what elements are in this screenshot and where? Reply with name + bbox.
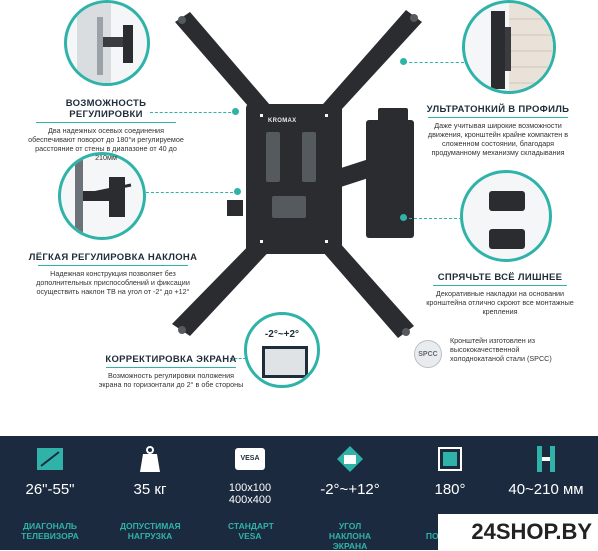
folded-view-circle <box>462 0 556 94</box>
tilt-view-circle <box>58 152 146 240</box>
spcc-badge: SPCC <box>414 340 442 368</box>
spec-vesa-value: 100x100 400x400 <box>228 482 272 506</box>
leader-slim <box>404 62 464 63</box>
divider <box>38 265 188 266</box>
spec-diagonal-value: 26"-55" <box>25 481 75 498</box>
spec-vesa: VESA 100x100 400x400 СТАНДАРТ VESA <box>200 436 300 550</box>
product-illustration: KROMAX -2°~+2° ВОЗМОЖНОСТЬ РЕГУЛИРОВКИ Д… <box>28 0 578 389</box>
divider <box>106 367 236 368</box>
feature-slim-title: УЛЬТРАТОНКИЙ В ПРОФИЛЬ <box>426 104 570 115</box>
spec-swivel-value: 180° <box>434 481 466 498</box>
spec-diagonal: 26"-55" ДИАГОНАЛЬ ТЕЛЕВИЗОРА <box>0 436 100 550</box>
leader-dot-slim <box>400 58 407 65</box>
tilt-icon <box>337 446 363 472</box>
divider <box>428 117 568 118</box>
side-view-illustration <box>77 3 133 83</box>
vesa-icon: VESA <box>235 448 265 470</box>
feature-adjust: ВОЗМОЖНОСТЬ РЕГУЛИРОВКИ Два надежных осе… <box>28 98 184 162</box>
screen-rect <box>262 346 308 378</box>
mount-logo: KROMAX <box>268 118 297 124</box>
feature-tilt: ЛЁГКАЯ РЕГУЛИРОВКА НАКЛОНА Надежная конс… <box>28 252 198 296</box>
spec-distance-value: 40~210 мм <box>508 481 584 498</box>
vesa-icon-text: VESA <box>240 455 260 462</box>
feature-screen-title: КОРРЕКТИРОВКА ЭКРАНА <box>105 354 237 365</box>
leader-hide <box>404 218 462 219</box>
spec-tilt-value: -2°~+12° <box>320 481 380 498</box>
diagonal-icon <box>37 448 63 470</box>
distance-icon <box>537 446 555 472</box>
feature-screen-desc: Возможность регулировки положения экрана… <box>98 371 244 389</box>
feature-hide: СПРЯЧЬТЕ ВСЁ ЛИШНЕЕ Декоративные накладк… <box>424 272 576 316</box>
side-view-circle <box>64 0 150 86</box>
feature-screen: КОРРЕКТИРОВКА ЭКРАНА Возможность регулир… <box>96 354 246 389</box>
leader-tilt <box>146 192 238 193</box>
cover-caps-illustration <box>489 191 525 249</box>
feature-hide-desc: Декоративные накладки на основании кронш… <box>426 289 574 316</box>
spec-weight: 35 кг ДОПУСТИМАЯ НАГРУЗКА <box>100 436 200 550</box>
tilt-view-illustration <box>75 155 132 237</box>
spec-weight-label: ДОПУСТИМАЯ НАГРУЗКА <box>120 521 181 541</box>
spec-tilt: -2°~+12° УГОЛ НАКЛОНА ЭКРАНА <box>300 436 400 551</box>
feature-slim: УЛЬТРАТОНКИЙ В ПРОФИЛЬ Даже учитывая шир… <box>418 104 578 157</box>
feature-adjust-desc: Два надежных осевых соединения обеспечив… <box>28 126 184 162</box>
spec-vesa-label: СТАНДАРТ VESA <box>228 521 274 541</box>
leader-dot-hide <box>400 214 407 221</box>
leader-dot-adjust <box>232 108 239 115</box>
spec-weight-value: 35 кг <box>133 481 167 498</box>
divider <box>36 122 176 123</box>
leader-screen <box>230 358 246 359</box>
screen-angle-label: -2°~+2° <box>264 329 300 340</box>
wall-mount-drawing <box>172 10 422 338</box>
divider <box>433 285 567 286</box>
spec-diagonal-label: ДИАГОНАЛЬ ТЕЛЕВИЗОРА <box>21 521 79 541</box>
leader-dot-tilt <box>234 188 241 195</box>
swivel-icon <box>438 447 462 471</box>
leader-adjust <box>150 112 236 113</box>
cover-caps-circle <box>460 170 552 262</box>
feature-hide-title: СПРЯЧЬТЕ ВСЁ ЛИШНЕЕ <box>437 272 563 283</box>
feature-steel-desc: Кронштейн изготовлен из высококачественн… <box>450 336 552 363</box>
feature-adjust-title: ВОЗМОЖНОСТЬ РЕГУЛИРОВКИ <box>65 98 147 120</box>
feature-slim-desc: Даже учитывая широкие возможности движен… <box>427 121 569 157</box>
feature-tilt-title: ЛЁГКАЯ РЕГУЛИРОВКА НАКЛОНА <box>28 252 198 263</box>
spec-tilt-label: УГОЛ НАКЛОНА ЭКРАНА <box>328 521 372 551</box>
screen-correction-circle: -2°~+2° <box>244 312 320 388</box>
brand-watermark: 24SHOP.BY <box>438 514 598 550</box>
feature-tilt-desc: Надежная конструкция позволяет без допол… <box>36 269 190 296</box>
spec-distance: 40~210 мм <box>494 436 598 550</box>
weight-icon <box>140 446 160 472</box>
